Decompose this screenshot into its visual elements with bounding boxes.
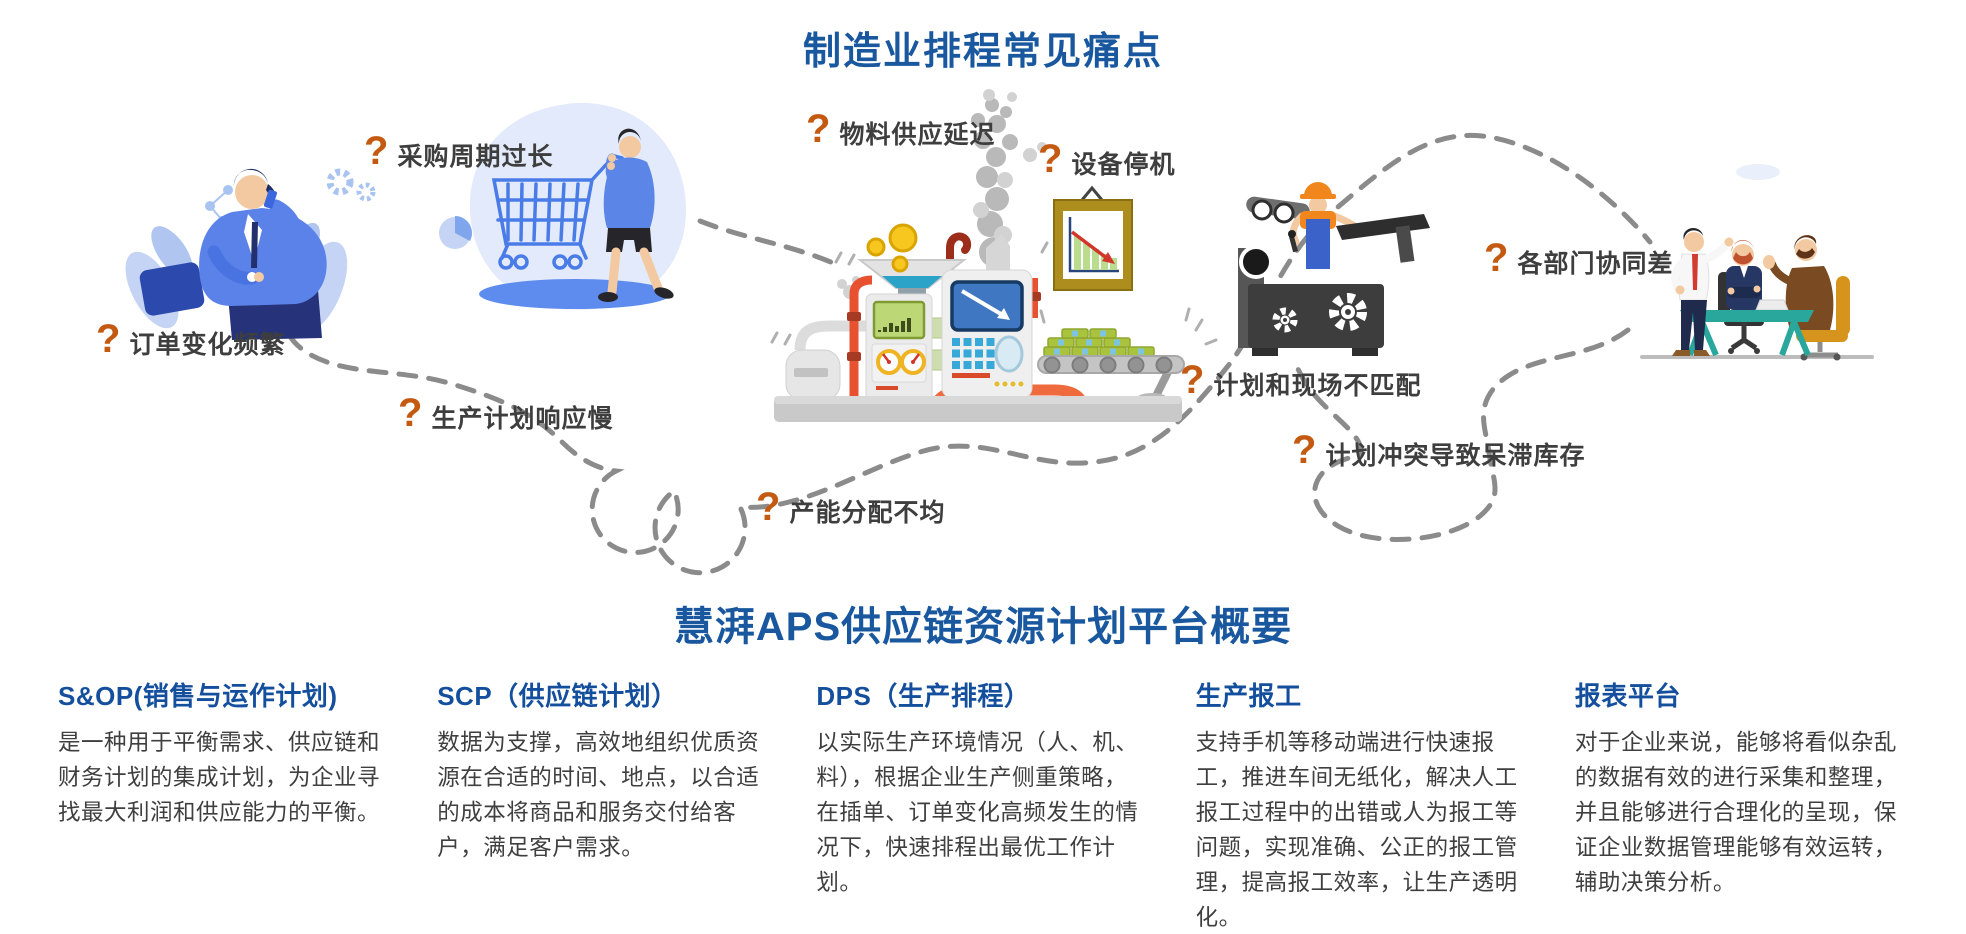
pain-point-label: 各部门协同差 <box>1517 250 1674 278</box>
coins <box>866 223 918 273</box>
pain-points-illustration: $ <box>125 89 1874 576</box>
platform-column-report-platform: 报表平台 对于企业来说，能够将看似杂乱的数据有效的进行采集和整理，并且能够进行合… <box>1575 676 1908 934</box>
shopping-cart-illustration <box>469 102 686 310</box>
pain-point-label: 计划冲突导致呆滞库存 <box>1325 442 1586 470</box>
question-mark-icon: ? <box>806 107 831 151</box>
factory-illustration <box>774 89 1185 422</box>
cart-icon <box>491 154 624 270</box>
column-title: 报表平台 <box>1574 681 1681 711</box>
column-title: DPS（生产排程） <box>816 681 1031 711</box>
column-title: 生产报工 <box>1195 681 1302 711</box>
pain-point-order-changes: ? 订单变化频繁 <box>96 317 286 361</box>
pain-point-plan-site-mismatch: ? 计划和现场不匹配 <box>1180 358 1422 402</box>
question-mark-icon: ? <box>398 391 423 435</box>
pie-chart-icon <box>439 216 473 249</box>
column-title: S&OP(销售与运作计划) <box>58 681 338 711</box>
pain-point-label: 产能分配不均 <box>789 499 946 527</box>
question-mark-icon: ? <box>1292 428 1317 472</box>
pain-point-label: 计划和现场不匹配 <box>1213 372 1422 400</box>
question-mark-icon: ? <box>1484 236 1509 280</box>
pain-point-label: 生产计划响应慢 <box>431 405 614 433</box>
column-description: 以实际生产环境情况（人、机、料），根据企业生产侧重策略，在插单、订单变化高频发生… <box>816 730 1139 895</box>
column-description: 数据为支撑，高效地组织优质资源在合适的时间、地点，以合适的成本将商品和服务交付给… <box>437 730 760 860</box>
pain-point-procurement-cycle: ? 采购周期过长 <box>364 129 554 173</box>
pain-point-equipment-downtime: ? 设备停机 <box>1038 137 1176 181</box>
pain-point-slow-plan-response: ? 生产计划响应慢 <box>398 391 614 435</box>
businessman-illustration: $ <box>125 168 473 340</box>
pain-point-stagnant-inventory: ? 计划冲突导致呆滞库存 <box>1292 428 1586 472</box>
page-title: 制造业排程常见痛点 <box>802 31 1163 73</box>
dashed-route-path <box>260 132 1653 576</box>
pain-point-label: 物料供应延迟 <box>839 121 996 149</box>
question-mark-icon: ? <box>96 317 121 361</box>
worker-machine-illustration <box>1238 182 1430 356</box>
column-description: 对于企业来说，能够将看似杂乱的数据有效的进行采集和整理，并且能够进行合理化的呈现… <box>1574 730 1897 895</box>
meeting-illustration <box>1640 164 1874 361</box>
question-mark-icon: ? <box>1038 137 1063 181</box>
question-mark-icon: ? <box>364 129 389 173</box>
pain-point-label: 订单变化频繁 <box>129 331 286 359</box>
question-mark-icon: ? <box>1180 358 1205 402</box>
gauges <box>876 349 926 375</box>
smoke <box>837 89 1047 299</box>
column-description: 支持手机等移动端进行快速报工，推进车间无纸化，解决人工报工过程中的出错或人为报工… <box>1195 730 1518 930</box>
gear-icon <box>1272 293 1367 333</box>
platform-column-scp: SCP（供应链计划） 数据为支撑，高效地组织优质资源在合适的时间、地点，以合适的… <box>437 676 770 934</box>
gear-icon <box>326 168 376 202</box>
declining-chart-frame <box>1053 185 1133 291</box>
platform-column-sop: S&OP(销售与运作计划) 是一种用于平衡需求、供应链和财务计划的集成计划，为企… <box>58 676 391 934</box>
column-title: SCP（供应链计划） <box>437 681 678 711</box>
pain-point-uneven-capacity: ? 产能分配不均 <box>756 485 946 529</box>
pain-point-label: 采购周期过长 <box>397 143 554 171</box>
platform-column-dps: DPS（生产排程） 以实际生产环境情况（人、机、料），根据企业生产侧重策略，在插… <box>816 676 1149 934</box>
conveyor <box>1037 328 1185 403</box>
pain-point-poor-collaboration: ? 各部门协同差 <box>1484 236 1674 280</box>
platform-column-reporting: 生产报工 支持手机等移动端进行快速报工，推进车间无纸化，解决人工报工过程中的出错… <box>1196 676 1529 934</box>
column-description: 是一种用于平衡需求、供应链和财务计划的集成计划，为企业寻找最大利润和供应能力的平… <box>58 730 381 825</box>
platform-overview: S&OP(销售与运作计划) 是一种用于平衡需求、供应链和财务计划的集成计划，为企… <box>58 676 1908 934</box>
section-title: 慧湃APS供应链资源计划平台概要 <box>673 605 1293 649</box>
pain-point-label: 设备停机 <box>1071 151 1176 179</box>
pain-point-material-delay: ? 物料供应延迟 <box>806 107 996 151</box>
question-mark-icon: ? <box>756 485 781 529</box>
